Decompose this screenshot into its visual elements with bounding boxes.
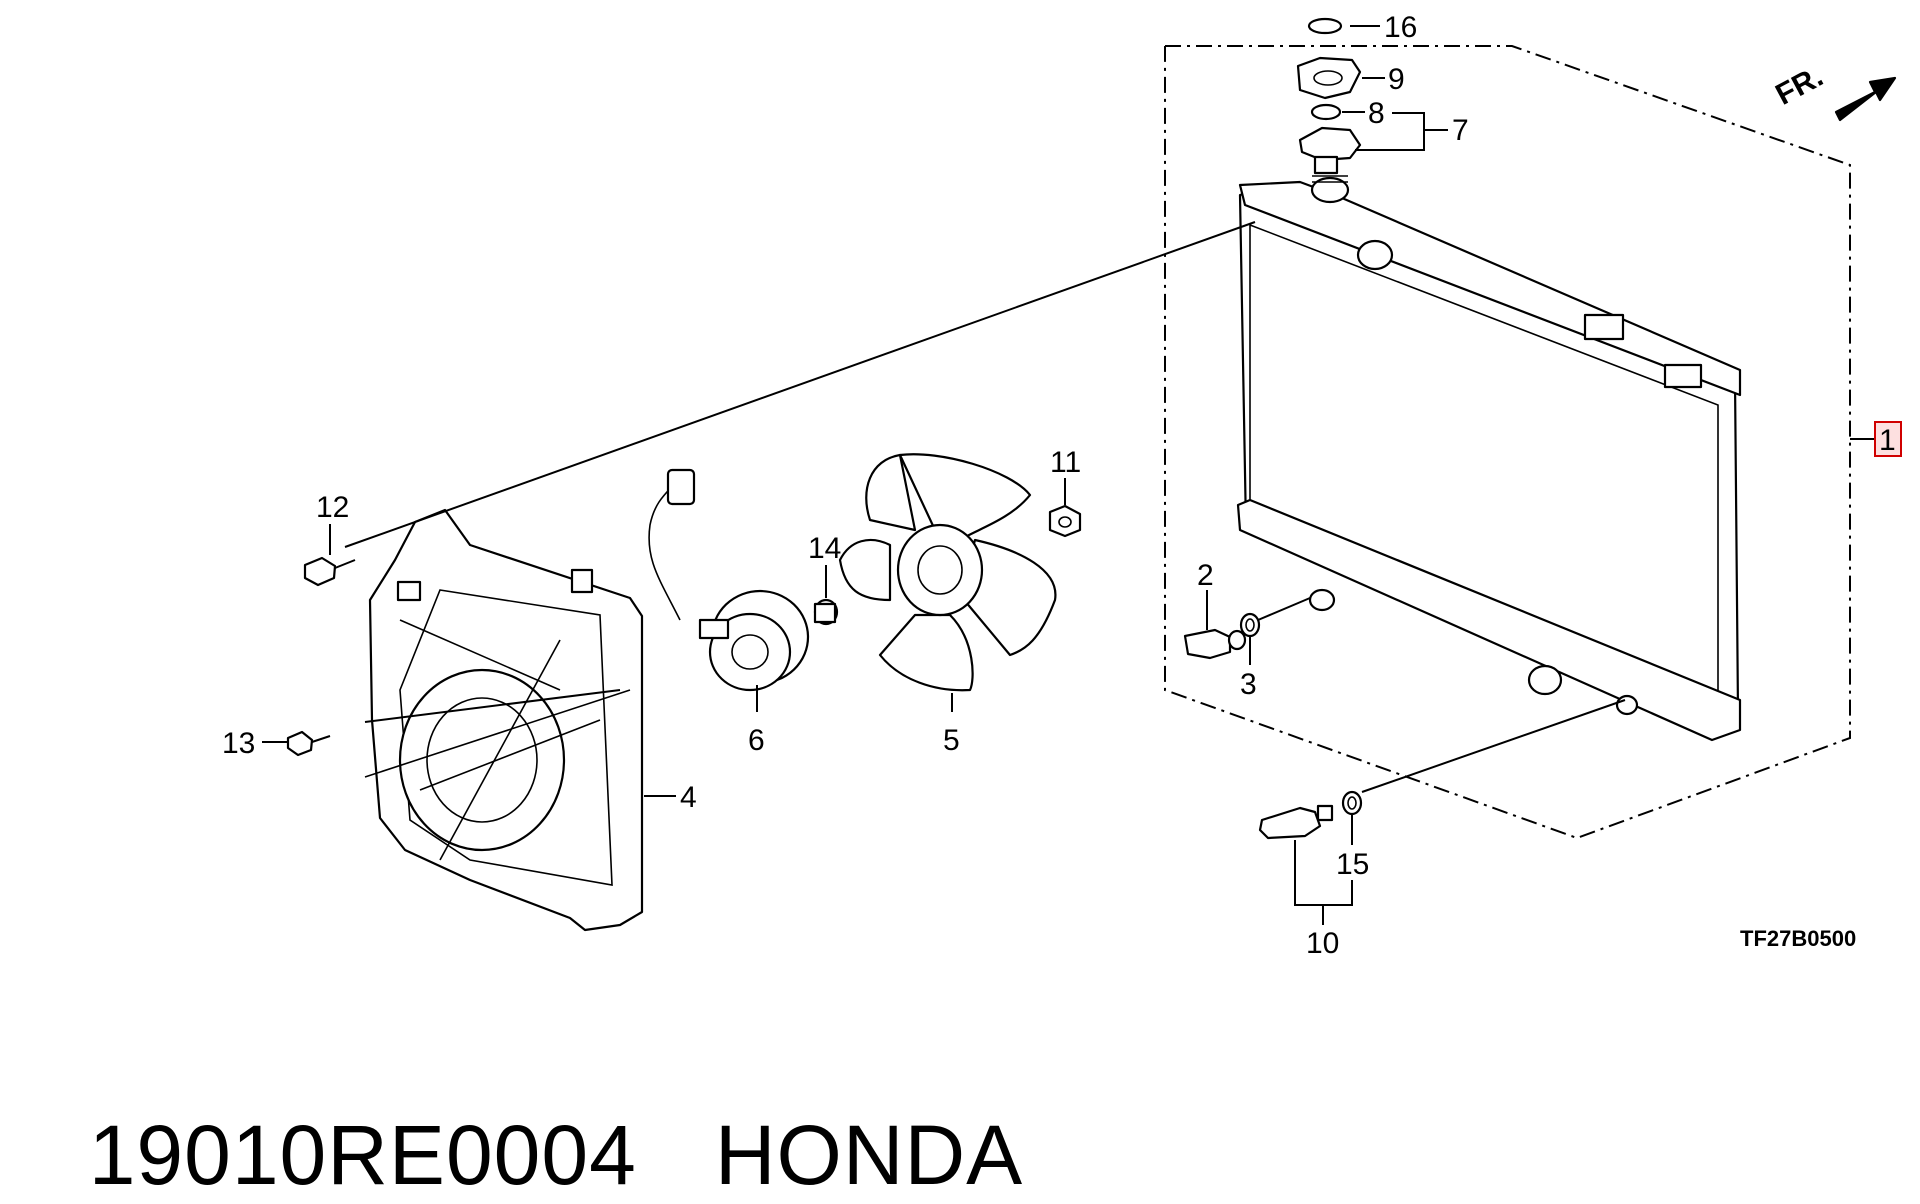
callout-4: 4 <box>680 781 697 814</box>
callout-14: 14 <box>808 532 841 565</box>
callout-1: 1 <box>1879 424 1896 457</box>
sensor-o-ring <box>1341 790 1363 816</box>
front-direction-arrow: FR. <box>1770 60 1897 122</box>
nut-11 <box>1048 504 1082 538</box>
part-number: 19010RE0004 <box>88 1108 637 1202</box>
front-direction-label: FR. <box>1770 60 1828 112</box>
callout-16: 16 <box>1384 11 1417 44</box>
radiator-cap-top-9 <box>1296 56 1362 100</box>
drain-plug <box>1183 628 1247 660</box>
parts-diagram: FR. <box>222 11 1902 960</box>
callout-7: 7 <box>1452 114 1469 147</box>
diagram-reference-code: TF27B0500 <box>1740 926 1856 951</box>
radiator-assembly-boundary <box>1164 45 1851 840</box>
radiator <box>1236 175 1742 742</box>
callout-1-highlight <box>1874 421 1902 457</box>
callout-15: 15 <box>1336 848 1369 881</box>
callout-3: 3 <box>1240 668 1257 701</box>
callout-8: 8 <box>1368 97 1385 130</box>
callout-2: 2 <box>1197 559 1214 592</box>
callout-9: 9 <box>1388 63 1405 96</box>
callout-13: 13 <box>222 727 255 760</box>
drain-plug-o-ring <box>1239 612 1261 638</box>
callout-12: 12 <box>316 491 349 524</box>
radiator-cap-gasket-8 <box>1310 103 1342 121</box>
collar-14 <box>813 598 839 626</box>
radiator-cap-seal-16 <box>1307 17 1343 35</box>
bolt-12 <box>303 556 356 587</box>
radiator-cap-7 <box>1298 126 1362 175</box>
fan-motor <box>648 468 810 692</box>
callout-numbers: 1 2 3 4 5 6 7 8 9 10 11 12 13 14 15 16 <box>222 11 1902 960</box>
temperature-sensor <box>1258 804 1334 840</box>
callout-5: 5 <box>943 724 960 757</box>
fan-shroud <box>364 508 644 932</box>
callout-6: 6 <box>748 724 765 757</box>
part-caption: 19010RE0004 HONDA <box>40 1010 1023 1204</box>
bolt-13 <box>286 730 331 757</box>
brand-name: HONDA <box>714 1108 1024 1202</box>
fan-blade <box>838 453 1057 692</box>
callout-11: 11 <box>1050 446 1081 479</box>
callout-10: 10 <box>1306 927 1339 960</box>
